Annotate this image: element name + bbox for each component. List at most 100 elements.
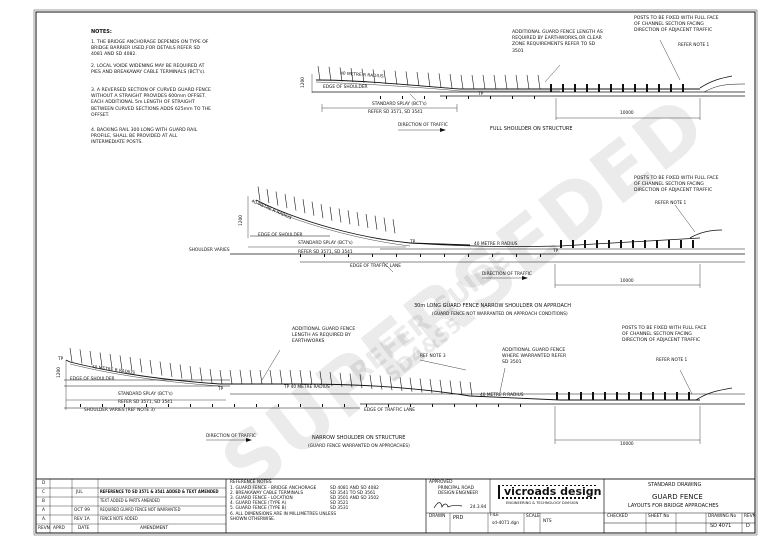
d2-title: 30m LONG GUARD FENCE NARROW SHOULDER ON … [414,303,572,309]
lane-dash [454,404,455,407]
d3-title: NARROW SHOULDER ON STRUCTURE [312,435,406,441]
lane-dash [608,240,610,248]
lane-dash [424,96,425,99]
fence-post [169,362,173,378]
lane-dash [476,404,477,407]
fence-post [469,381,473,396]
d1-dim-1200: 1200 [301,77,306,88]
ref-item-3: 3. GUARD FENCE - LOCATION [230,496,293,501]
fence-post [449,73,453,89]
ref-code-5: SD 3531 [330,506,349,511]
lane-dash [446,96,447,99]
fence-post [374,215,378,230]
rev-a: A [42,508,45,513]
fence-post [311,201,315,216]
lane-dash [610,84,612,92]
lane-dash [278,404,279,407]
lane-dash [580,392,582,400]
d2-tp-label-b: TP [553,249,559,254]
lane-dash [300,404,301,407]
d3-splay-label: STANDARD SPLAY (BCT's) [118,392,173,397]
d1-edge-label: EDGE OF SHOULDER [323,85,368,90]
fence-post [329,372,333,387]
ref-item-1: 1. GUARD FENCE - BRIDGE ANCHORAGE [230,486,317,491]
lane-dash [656,240,658,248]
lane-dash [324,254,325,257]
lane-dash [520,404,521,407]
note-2: 2. LOCAL VOIDE WIDENING MAY BE REQUIRED … [91,64,206,76]
d2-refer-note: REFER NOTE 1 [655,201,687,206]
lane-dash [468,254,469,257]
d3-radius-label3: 40 METRE R RADIUS [480,393,524,398]
lane-dash [516,254,517,257]
lane-dash [168,404,169,407]
rev-b-desc: TEXT ADDED & PARTS AMENDED [100,499,160,504]
rev-a2-date: REV 1A [74,517,90,522]
lane-dash [146,404,147,407]
notes-heading: NOTES: [91,29,112,35]
fence-post [266,189,270,204]
fence-post [179,364,183,379]
d3-edge-label: EDGE OF SHOULDER [70,377,115,382]
lane-dash [682,84,684,92]
fence-post [279,369,283,385]
doc-subtitle: LAYOUTS FOR BRIDGE APPROACHES [628,503,719,509]
fence-post [129,356,133,372]
fence-post [471,74,475,90]
fence-post [537,74,541,90]
lane-dash [102,404,103,407]
lane-dash [680,240,682,248]
d3-warranted-note: ADDITIONAL GUARD FENCE WHERE WARRANTED R… [502,348,567,366]
fence-post [392,219,396,234]
d1-splay-ref: REFER SD 3571, SD 3541 [368,110,423,115]
lane-dash [256,404,257,407]
lane-dash [432,404,433,407]
lane-dash [622,84,624,92]
ref-heading: REFERENCE NOTES [230,480,272,485]
rev-header-aprd: APRD [53,526,65,531]
title-block-lines [35,478,756,534]
company-logo: vicroads design ENGINEERING & TECHNOLOGY… [492,481,604,511]
rev-label: REVN [744,514,756,519]
d2-direction-label: DIRECTION OF TRAFFIC [482,272,532,277]
d3-direction-label: DIRECTION OF TRAFFIC [206,434,256,439]
fence-post [526,74,530,90]
fence-post [229,369,233,385]
d3-shoulder-varies: SHOULDER VARIES (REF NOTE 3) [84,408,155,413]
lane-dash [628,392,630,400]
lane-dash [348,254,349,257]
d2-splay-ref: REFER SD 3571, SD 3541 [298,250,353,255]
lane-dash [692,240,694,248]
fence-post [416,72,420,87]
lane-dash [596,240,598,248]
fence-post [259,369,263,385]
d2-dim-1200: 1200 [239,215,244,226]
diagram3-linework [64,347,745,444]
fence-post [299,369,303,385]
fence-post [99,352,103,367]
fence-post [209,368,213,384]
fence-post [302,199,306,214]
fence-post [109,353,113,369]
rev-a-date: OCT 99 [74,508,90,513]
d3-additional-note: ADDITIONAL GUARD FENCE LENGTH AS REQUIRE… [292,327,356,345]
fence-post [365,213,369,228]
ref-item-6: 6. ALL DIMENSIONS ARE IN MILLIMETRES UNL… [230,512,337,522]
lane-dash [444,254,445,257]
fence-post [269,369,273,385]
company-sub: ENGINEERING & TECHNOLOGY DIVISION [506,501,579,505]
fence-post [389,376,393,391]
ref-code-3: SD 3501 AND SD 3502 [330,496,379,501]
d2-dim-10000: 10000 [620,279,634,284]
fence-post [338,208,342,223]
lane-dash [490,96,491,99]
fence-post [320,204,324,219]
fence-post [394,70,398,85]
d1-direction-label: DIRECTION OF TRAFFIC [398,123,448,128]
fence-post [159,361,163,376]
lane-dash [534,96,535,99]
diagram1-linework [311,39,746,132]
fence-post [460,74,464,90]
